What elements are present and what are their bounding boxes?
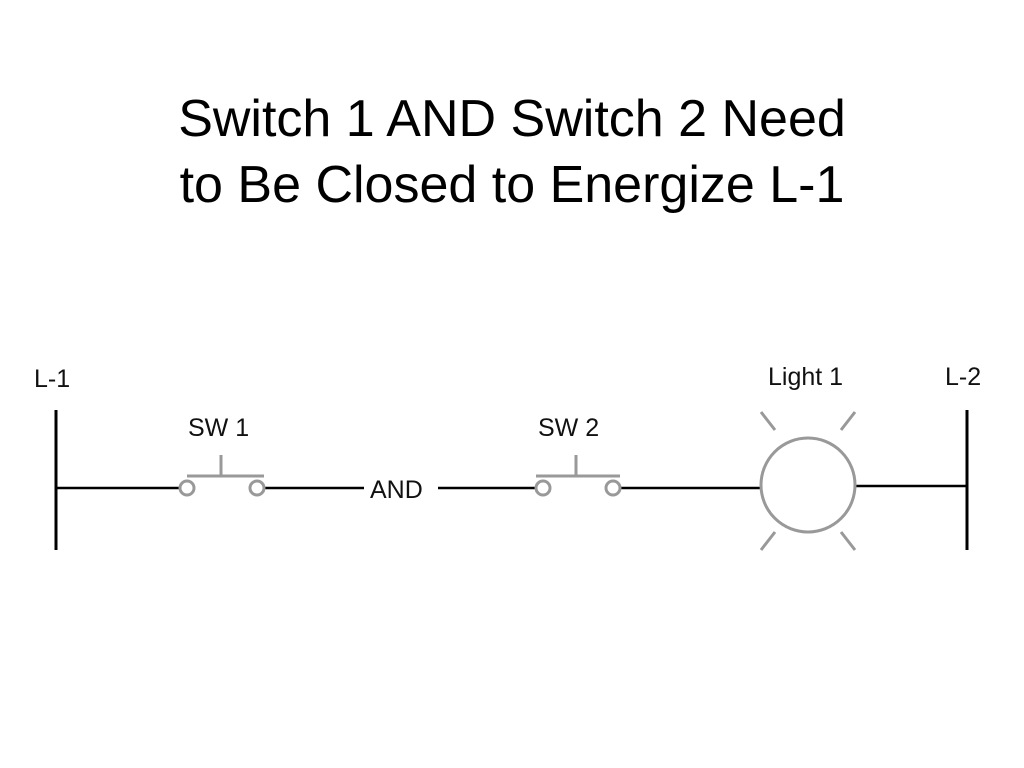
light-1-label: Light 1 (768, 363, 843, 391)
title-line-1: Switch 1 AND Switch 2 Need (178, 90, 846, 148)
switch-2-symbol (534, 455, 622, 497)
switch-2-label: SW 2 (538, 414, 599, 442)
right-rail-label: L-2 (945, 363, 981, 391)
title-line-2: to Be Closed to Energize L-1 (179, 156, 845, 214)
light-1-symbol (759, 411, 857, 551)
left-rail-label: L-1 (34, 365, 70, 393)
and-label: AND (370, 476, 423, 504)
switch-1-label: SW 1 (188, 414, 249, 442)
slide-title: Switch 1 AND Switch 2 Need to Be Closed … (0, 86, 1024, 218)
switch-1-symbol (178, 455, 266, 497)
